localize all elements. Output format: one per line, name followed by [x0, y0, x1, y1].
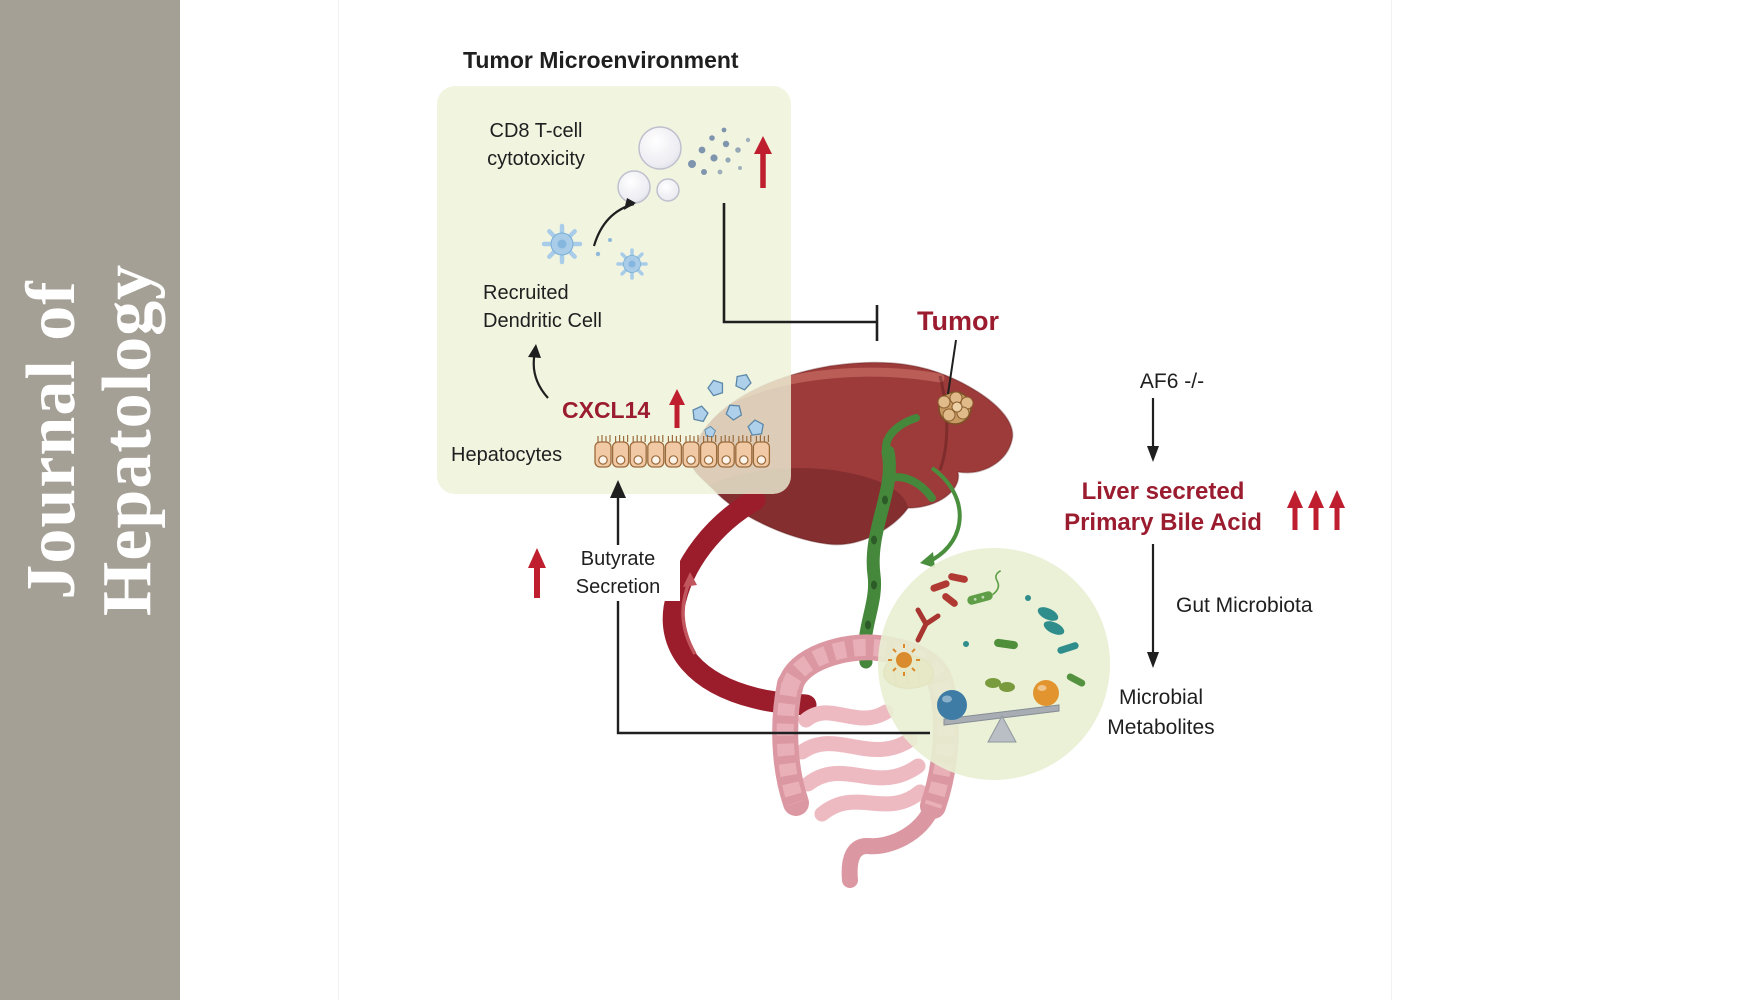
cxcl14-to-dc-curved-arrow [528, 344, 549, 399]
bile-duct-green-vessel [858, 414, 962, 669]
liver-to-gut-flow-arrow [920, 466, 962, 568]
metabolites-line2: Metabolites [1107, 716, 1215, 739]
green-bacteria-icon [985, 638, 1086, 692]
butyrate-up-arrow-icon [528, 548, 546, 598]
cxcl14-up-arrow-icon [669, 389, 685, 428]
butyrate-line2: Secretion [575, 576, 661, 598]
bile-acid-label: Liver secreted Primary Bile Acid [1043, 476, 1283, 538]
butyrate-line1: Butyrate [580, 548, 656, 570]
journal-logo: Journal of Hepatology [13, 263, 166, 617]
hepatocytes-label: Hepatocytes [451, 441, 562, 469]
gut-microbiota-label: Gut Microbiota [1176, 592, 1313, 620]
inhibition-line [722, 203, 879, 341]
down-arrow-icon-2 [1147, 544, 1159, 668]
bile-line1: Liver secreted [1081, 478, 1245, 505]
metabolites-line1: Microbial [1118, 686, 1204, 709]
journal-sidebar: Journal of Hepatology [0, 0, 180, 1000]
spiky-bacteria-icon [888, 644, 920, 676]
blue-metabolite-ball [937, 690, 967, 720]
portal-vein-red-vessel [662, 489, 817, 716]
tme-title-text: Tumor Microenvironment [463, 47, 739, 73]
cxcl14-label: CXCL14 [562, 396, 650, 424]
bile-line2: Primary Bile Acid [1064, 509, 1262, 536]
up-arrow-icon [754, 136, 772, 188]
hepatocyte-strip [594, 434, 771, 468]
journal-logo-line2: Hepatology [89, 263, 166, 617]
branching-bacteria-icon [915, 607, 941, 643]
gut-microbiota-text: Gut Microbiota [1176, 594, 1313, 617]
down-arrow-icon-1 [1147, 398, 1159, 462]
gut-to-liver-flow-arrow [681, 572, 697, 655]
tme-title: Tumor Microenvironment [463, 46, 739, 74]
flagellated-bacteria-icon [967, 570, 1002, 605]
dc-label-line2: Dendritic Cell [483, 310, 602, 332]
af6-text: AF6 -/- [1139, 370, 1205, 393]
journal-logo-line1: Journal of [13, 280, 90, 600]
triple-up-arrow-icon [1287, 490, 1345, 530]
cxcl14-pentagon-ligands [692, 374, 764, 438]
page-edge-right [1391, 0, 1392, 1000]
bacteria-and-balance [888, 570, 1086, 743]
cd8-label-line1: CD8 T-cell [489, 120, 583, 142]
cxcl14-text: CXCL14 [562, 397, 651, 423]
tumor-nodule [937, 391, 974, 425]
tumor-microenvironment-box [437, 86, 791, 494]
page-edge-left [338, 0, 339, 1000]
teal-bacteria-icon [963, 595, 1079, 654]
red-bacteria-icon [930, 573, 968, 607]
cd8-cytotoxicity-label: CD8 T-cell cytotoxicity [451, 117, 621, 173]
recruited-dc-label: Recruited Dendritic Cell [483, 279, 602, 335]
cd8-label-line2: cytotoxicity [487, 148, 585, 170]
orange-metabolite-ball [1033, 680, 1059, 706]
tumor-text: Tumor [917, 306, 999, 336]
tumor-pointer-line [947, 339, 957, 395]
af6-label: AF6 -/- [1092, 368, 1252, 396]
granule-dots [688, 127, 751, 175]
microbial-metabolites-label: Microbial Metabolites [1081, 683, 1241, 743]
tumor-label: Tumor [917, 307, 999, 335]
butyrate-secretion-label: Butyrate Secretion [556, 545, 680, 601]
dendritic-cell-icon [541, 223, 648, 280]
dc-to-cd8-curved-arrow [592, 198, 636, 247]
dc-label-line1: Recruited [483, 282, 569, 304]
hepatocytes-text: Hepatocytes [451, 444, 563, 466]
balance-scale-icon [937, 680, 1060, 743]
